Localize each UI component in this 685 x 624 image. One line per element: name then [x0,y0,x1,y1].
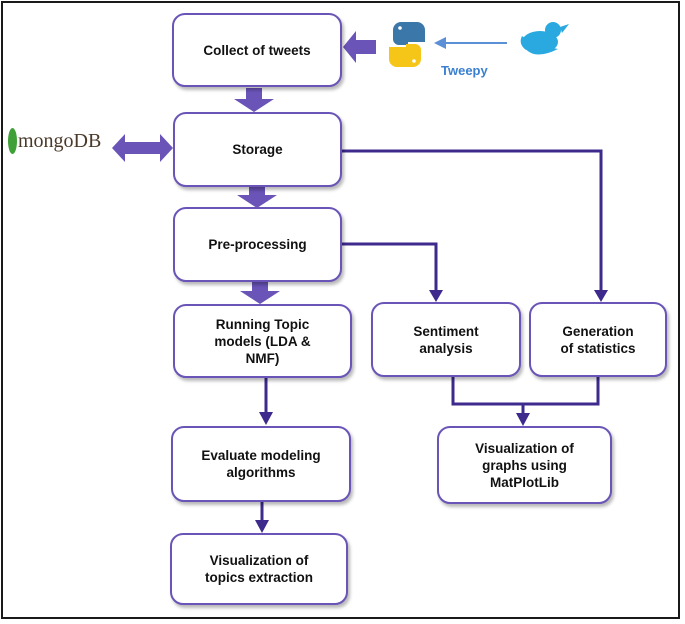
evaluate-modeling-box: Evaluate modeling algorithms [171,426,351,502]
evaluate-modeling-label: Evaluate modeling algorithms [201,448,321,480]
generation-statistics-label: Generation of statistics [560,323,636,356]
block-arrow-tweepy-to-collect [343,31,376,63]
visualization-topics-label: Visualization of topics extraction [204,553,314,585]
mongodb-logo-text: mongoDB [18,129,102,152]
storage-box: Storage [173,112,342,187]
block-arrow-mongodb-storage-bidirectional [112,134,173,162]
python-logo-icon [389,22,425,67]
collect-tweets-label: Collect of tweets [203,42,311,58]
preprocessing-box: Pre-processing [173,207,342,282]
visualization-graphs-label: Visualization of graphs using MatPlotLib [475,440,574,490]
visualization-topics-box: Visualization of topics extraction [170,533,348,605]
storage-label: Storage [232,142,283,157]
topic-models-box: Running Topic models (LDA & NMF) [173,304,352,378]
storage-to-statistics-connector [341,149,603,292]
arrowhead-evaluate [259,412,273,425]
block-arrow-storage-to-preprocessing [237,186,277,208]
visualization-graphs-box: Visualization of graphs using MatPlotLib [437,426,612,504]
arrowhead-statistics [594,290,608,302]
sentiment-to-graphs-connector-left [451,377,523,406]
block-arrow-preprocessing-to-topic [240,282,280,304]
statistics-to-graphs-connector-right [523,377,600,406]
preprocessing-label: Pre-processing [208,237,307,252]
mongodb-logo: mongoDB [8,128,101,154]
arrowhead-graphs [516,413,530,426]
collect-tweets-box: Collect of tweets [172,13,342,87]
preprocessing-to-sentiment-connector [341,242,438,292]
tweepy-label: Tweepy [441,63,488,78]
block-arrow-collect-to-storage [234,88,274,112]
arrowhead-sentiment [429,290,443,302]
tweepy-arrowhead [434,37,446,49]
generation-statistics-box: Generation of statistics [529,302,667,377]
twitter-bird-icon [520,22,569,55]
arrowhead-topics-vis [255,520,269,533]
sentiment-analysis-label: Sentiment analysis [413,323,479,356]
mongodb-leaf-icon [8,128,17,154]
sentiment-analysis-box: Sentiment analysis [371,302,521,377]
topic-models-label: Running Topic models (LDA & NMF) [214,316,311,366]
